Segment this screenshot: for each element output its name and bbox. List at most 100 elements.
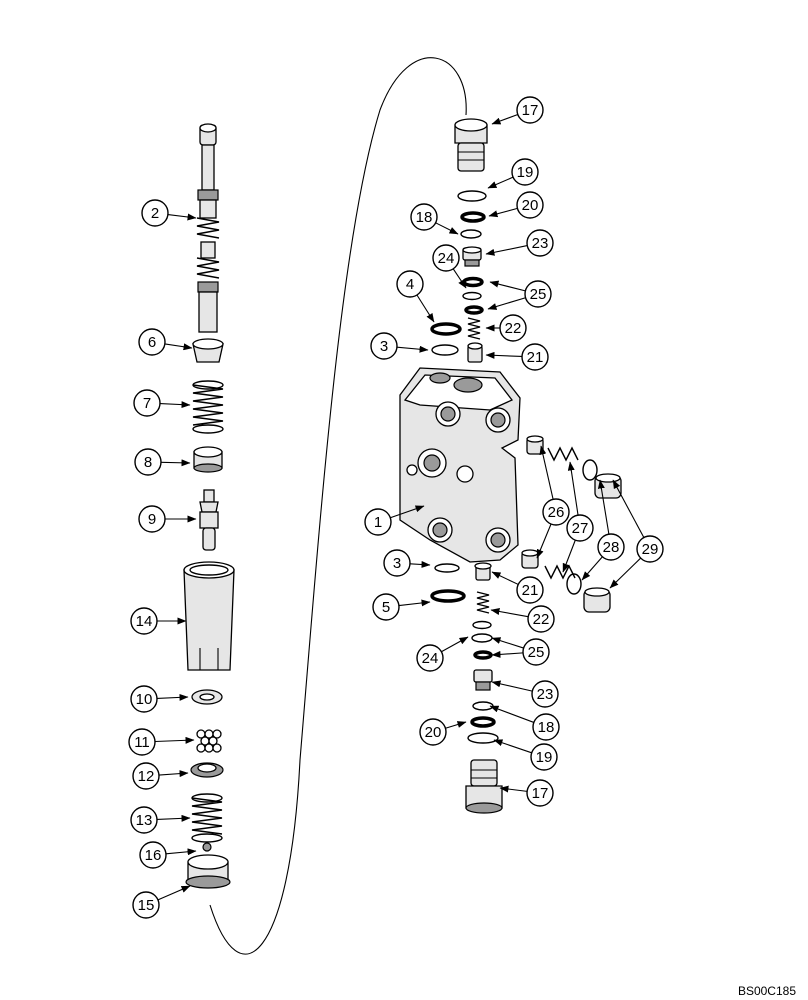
leader-c13-9 — [156, 814, 191, 822]
part-28-upper-ring — [582, 459, 598, 481]
part-3-lower-ring — [434, 563, 460, 573]
part-20-lower-ring — [470, 716, 496, 728]
callout-c24b: 24 — [416, 644, 444, 672]
leader-c1-26 — [390, 505, 425, 519]
callout-c1: 1 — [364, 508, 392, 536]
callout-c20b: 20 — [419, 718, 447, 746]
callout-circle — [134, 448, 162, 476]
callout-circle — [566, 514, 594, 542]
callout-c3b: 3 — [383, 549, 411, 577]
callout-number: 6 — [148, 334, 156, 351]
leader-c24b-37 — [441, 636, 469, 653]
callout-circle — [597, 533, 625, 561]
leader-c25b-39 — [491, 650, 524, 658]
callout-c3a: 3 — [370, 332, 398, 360]
callout-number: 11 — [134, 734, 150, 751]
leader-c2-0 — [167, 213, 197, 221]
callout-number: 26 — [548, 504, 565, 521]
callout-number: 17 — [532, 785, 549, 802]
part-24-upper-ring — [462, 291, 482, 301]
part-26-lower-plug — [521, 549, 539, 569]
part-21-upper-poppet — [467, 342, 483, 363]
callout-number: 3 — [393, 555, 401, 572]
callout-circle — [133, 389, 161, 417]
callout-circle — [532, 713, 560, 741]
leader-c15-11 — [157, 885, 191, 901]
callout-c10: 10 — [130, 685, 158, 713]
callout-circle — [372, 593, 400, 621]
leader-c10-6 — [156, 693, 189, 701]
leader-c11-7 — [154, 736, 195, 744]
callout-c11: 11 — [128, 728, 156, 756]
callout-c21a: 21 — [521, 343, 549, 371]
callout-number: 27 — [572, 520, 589, 537]
leader-c17b-44 — [499, 785, 528, 793]
callout-number: 19 — [536, 749, 553, 766]
callout-number: 25 — [528, 644, 545, 661]
part-13-spring — [191, 793, 223, 843]
callout-c15: 15 — [132, 891, 160, 919]
part-26-upper-plug — [526, 435, 544, 455]
leader-c19a-13 — [487, 176, 514, 189]
part-7-spring — [192, 380, 224, 434]
callout-circle — [499, 314, 527, 342]
part-21-lower-poppet — [474, 562, 492, 581]
leader-c17a-12 — [491, 113, 518, 125]
callout-circle — [432, 244, 460, 272]
part-4-seal — [430, 322, 462, 336]
callout-circle — [132, 762, 160, 790]
leader-c24a-17 — [452, 268, 467, 289]
callout-c14: 14 — [130, 607, 158, 635]
callout-circle — [516, 96, 544, 124]
callout-circle — [141, 199, 169, 227]
part-15-cap — [185, 854, 231, 889]
callout-c16: 16 — [139, 841, 167, 869]
callout-number: 20 — [425, 724, 442, 741]
callout-circle — [138, 328, 166, 356]
part-9-bolt — [199, 489, 219, 551]
callout-number: 23 — [532, 235, 549, 252]
leader-c29-31 — [612, 479, 645, 538]
callout-circle — [521, 343, 549, 371]
leader-c27-27 — [567, 461, 579, 516]
part-22-lower-spring — [476, 591, 490, 614]
part-2-spool — [196, 123, 220, 333]
callout-c5: 5 — [372, 593, 400, 621]
callout-circle — [524, 280, 552, 308]
leader-c29-32 — [609, 557, 642, 589]
callout-number: 25 — [530, 286, 547, 303]
part-19-lower-ring — [467, 732, 499, 744]
callout-c25b: 25 — [522, 638, 550, 666]
callout-circle — [527, 605, 555, 633]
callout-circle — [396, 270, 424, 298]
part-29-upper-plug — [594, 473, 622, 499]
leader-c23b-40 — [491, 680, 533, 692]
callout-c23a: 23 — [526, 229, 554, 257]
part-27-upper-spring — [547, 446, 579, 462]
callout-number: 23 — [537, 686, 554, 703]
part-17-lower-fitting — [465, 759, 503, 814]
leader-c22b-36 — [490, 608, 529, 618]
callout-circle — [130, 607, 158, 635]
leader-c12-8 — [158, 770, 189, 778]
leader-c18a-15 — [435, 222, 459, 235]
part-29-lower-plug — [583, 587, 611, 613]
part-10-washer — [191, 689, 223, 705]
part-23-upper-plug — [462, 246, 482, 267]
callout-c29: 29 — [636, 535, 664, 563]
callout-circle — [522, 638, 550, 666]
part-16-ball — [202, 842, 212, 852]
callout-c6: 6 — [138, 328, 166, 356]
callout-number: 19 — [517, 164, 534, 181]
callout-circle — [364, 508, 392, 536]
part-27-lower-spring — [544, 564, 576, 580]
part-20-upper-ring — [460, 211, 486, 223]
callout-circle — [416, 644, 444, 672]
part-5-seal — [430, 589, 466, 603]
callout-c22b: 22 — [527, 605, 555, 633]
callout-number: 14 — [136, 613, 153, 630]
callout-number: 7 — [143, 395, 151, 412]
callout-number: 15 — [138, 897, 155, 914]
part-11-balls — [196, 729, 222, 753]
